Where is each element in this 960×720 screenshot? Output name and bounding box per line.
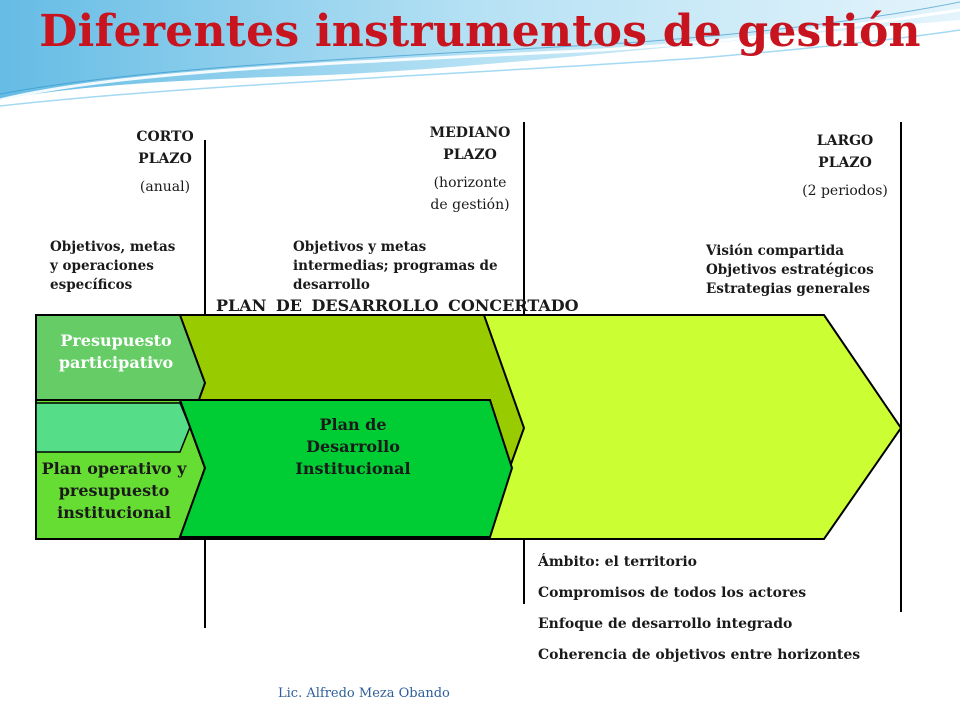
header-swoosh (0, 0, 960, 107)
operativo-line: institucional (57, 503, 171, 522)
horizon-long-line2: PLAZO (818, 155, 872, 171)
horizon-medium-line2: PLAZO (443, 147, 497, 163)
presupuesto-participativo-label: Presupuesto participativo (36, 330, 196, 374)
plan-desarrollo-institucional-shape (178, 399, 514, 538)
horizon-short: CORTO PLAZO (anual) (120, 126, 210, 198)
page-title: Diferentes instrumentos de gestión (39, 6, 921, 57)
characteristic-item: Ámbito: el territorio (538, 554, 698, 570)
plan-concertado-label: PLAN DE DESARROLLO CONCERTADO (216, 296, 579, 315)
presupuesto-line: participativo (58, 353, 174, 372)
characteristic-item: Enfoque de desarrollo integrado (538, 616, 793, 632)
overlap-shape (35, 402, 191, 453)
objectives-short-line: y operaciones (50, 258, 154, 274)
objectives-short-line: específicos (50, 277, 133, 293)
pdi-line: Institucional (295, 459, 411, 478)
horizon-medium: MEDIANO PLAZO (horizonte de gestión) (410, 122, 530, 216)
objectives-medium-line: Objetivos y metas (293, 239, 427, 255)
horizon-medium-sub1: (horizonte (433, 175, 507, 191)
author-footer: Lic. Alfredo Meza Obando (278, 686, 450, 701)
horizon-long-sub: (2 periodos) (802, 183, 888, 199)
characteristic-item: Compromisos de todos los actores (538, 585, 807, 601)
pdi-line: Desarrollo (306, 437, 400, 456)
horizon-long-line1: LARGO (816, 133, 874, 149)
horizon-long: LARGO PLAZO (2 periodos) (790, 130, 900, 202)
objectives-long-line: Visión compartida (706, 243, 844, 259)
objectives-medium-line: desarrollo (293, 277, 370, 293)
plan-desarrollo-institucional-label: Plan de Desarrollo Institucional (268, 414, 438, 480)
objectives-short: Objetivos, metas y operaciones específic… (50, 238, 210, 295)
operativo-line: Plan operativo y (41, 459, 187, 478)
horizon-short-line2: PLAZO (138, 151, 192, 167)
objectives-short-line: Objetivos, metas (50, 239, 176, 255)
operativo-line: presupuesto (58, 481, 170, 500)
characteristic-item: Coherencia de objetivos entre horizontes (538, 647, 861, 663)
objectives-medium: Objetivos y metas intermedias; programas… (293, 238, 518, 295)
horizon-medium-line1: MEDIANO (429, 125, 511, 141)
horizon-medium-sub2: de gestión) (430, 197, 510, 213)
presupuesto-line: Presupuesto (60, 331, 172, 350)
objectives-long-line: Estrategias generales (706, 281, 871, 297)
objectives-long-line: Objetivos estratégicos (706, 262, 874, 278)
horizon-short-line1: CORTO (136, 129, 194, 145)
objectives-long: Visión compartida Objetivos estratégicos… (706, 242, 906, 299)
pdi-line: Plan de (319, 415, 387, 434)
horizon-short-sub: (anual) (139, 179, 191, 195)
objectives-medium-line: intermedias; programas de (293, 258, 498, 274)
plan-operativo-label: Plan operativo y presupuesto institucion… (28, 458, 200, 524)
plan-characteristics: Ámbito: el territorio Compromisos de tod… (538, 547, 918, 671)
